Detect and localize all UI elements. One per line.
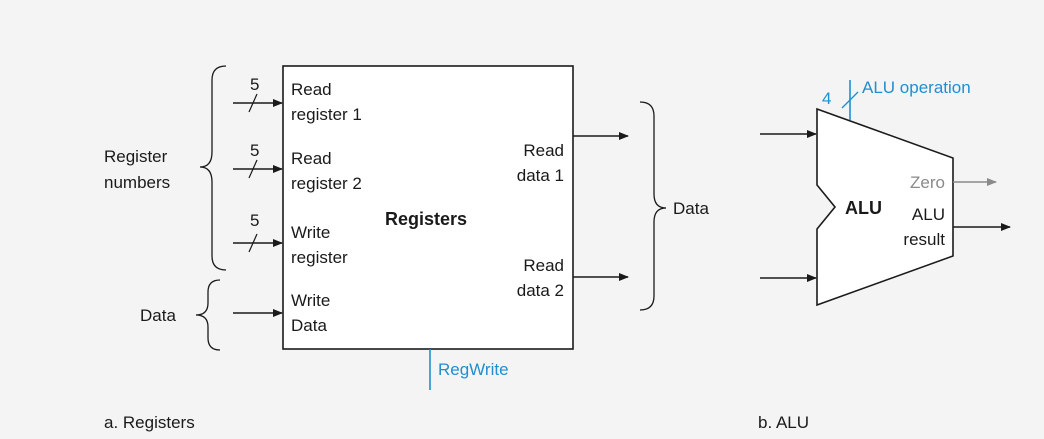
read-register-1-label-line2: register 1 bbox=[291, 105, 362, 124]
read-data-1-label-line1: Read bbox=[523, 141, 564, 160]
write-data-label-line2: Data bbox=[291, 316, 327, 335]
read-register-2-bus-slash bbox=[248, 159, 258, 179]
alu-operation-label: ALU operation bbox=[862, 78, 971, 97]
write-register-bus-slash bbox=[248, 233, 258, 253]
write-register-label-line1: Write bbox=[291, 223, 330, 242]
write-register-bus-width: 5 bbox=[250, 211, 259, 230]
data-input-brace bbox=[195, 279, 221, 351]
register-numbers-brace bbox=[199, 65, 227, 271]
zero-label: Zero bbox=[910, 173, 945, 192]
alu-operation-width: 4 bbox=[822, 89, 831, 108]
registers-caption: a. Registers bbox=[104, 413, 195, 432]
write-data-label-line1: Write bbox=[291, 291, 330, 310]
alu-result-label-line2: result bbox=[903, 230, 945, 249]
alu-title: ALU bbox=[845, 198, 882, 218]
register-numbers-label-line1: Register bbox=[104, 147, 168, 166]
read-register-1-bus-slash bbox=[248, 93, 258, 113]
read-data-2-label-line2: data 2 bbox=[517, 281, 564, 300]
read-register-2-bus-width: 5 bbox=[250, 141, 259, 160]
write-register-label-line2: register bbox=[291, 248, 348, 267]
data-input-label: Data bbox=[140, 306, 176, 325]
alu-result-label-line1: ALU bbox=[912, 205, 945, 224]
read-data-2-label-line1: Read bbox=[523, 256, 564, 275]
register-numbers-label-line2: numbers bbox=[104, 173, 170, 192]
read-register-2-label-line1: Read bbox=[291, 149, 332, 168]
read-register-1-bus-width: 5 bbox=[250, 75, 259, 94]
data-output-label: Data bbox=[673, 199, 709, 218]
regwrite-label: RegWrite bbox=[438, 360, 509, 379]
data-output-brace bbox=[639, 101, 667, 311]
register-file-title: Registers bbox=[385, 209, 467, 229]
read-data-1-label-line2: data 1 bbox=[517, 166, 564, 185]
alu-body bbox=[816, 107, 954, 307]
read-register-1-label-line1: Read bbox=[291, 80, 332, 99]
alu-caption: b. ALU bbox=[758, 413, 809, 432]
register-file-box bbox=[282, 65, 574, 350]
alu-operation-bus-slash bbox=[841, 91, 859, 109]
read-register-2-label-line2: register 2 bbox=[291, 174, 362, 193]
